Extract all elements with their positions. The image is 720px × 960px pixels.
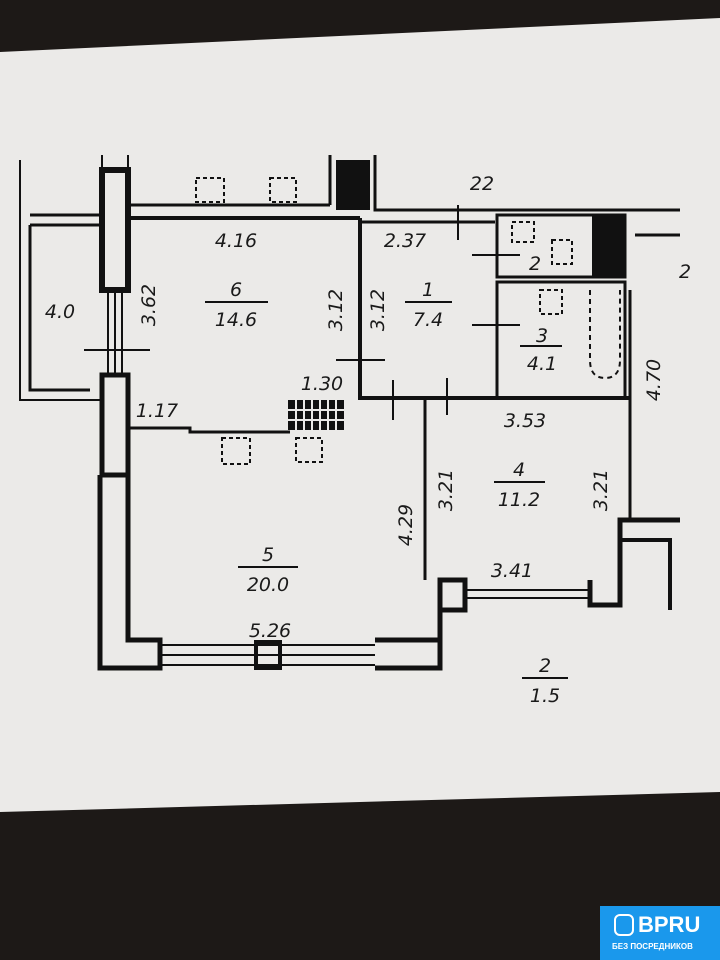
room-labels: 4.16 6 14.6 4.0 3.62 3.12 3.12 1 7.4 2.3… <box>45 173 691 707</box>
room-5-area: 20.0 <box>247 574 289 596</box>
room-4-area: 11.2 <box>498 489 540 511</box>
room-3-area: 4.1 <box>527 353 557 375</box>
dim-3-12-left: 3.12 <box>325 289 347 331</box>
paper-sheet <box>0 18 720 812</box>
walls <box>19 155 680 671</box>
logo-brand: BPRU <box>638 912 701 937</box>
dim-3-41: 3.41 <box>491 560 533 582</box>
room-6-area: 14.6 <box>215 309 257 331</box>
balcony-number: 2 <box>539 655 551 677</box>
people-key-icon <box>614 914 634 936</box>
dim-3-21-right: 3.21 <box>590 469 612 511</box>
dim-3-21-left: 3.21 <box>435 469 457 511</box>
room-5-number: 5 <box>262 544 274 566</box>
logo-tagline: БЕЗ ПОСРЕДНИКОВ <box>612 942 693 951</box>
dim-3-62: 3.62 <box>138 284 160 326</box>
dim-3-12-right: 3.12 <box>367 289 389 331</box>
dim-1-17: 1.17 <box>136 400 178 422</box>
balcony-area: 1.5 <box>530 685 560 707</box>
dim-2-37: 2.37 <box>384 230 426 252</box>
room-1-number: 1 <box>422 279 434 301</box>
room-4-number: 4 <box>513 459 525 481</box>
dim-1-30: 1.30 <box>301 373 343 395</box>
room-2-number: 2 <box>529 253 541 275</box>
room-6-number: 6 <box>230 279 242 301</box>
dim-5-26: 5.26 <box>249 620 291 642</box>
dim-3-53: 3.53 <box>504 410 546 432</box>
dim-4-16: 4.16 <box>215 230 257 252</box>
dim-4-70: 4.70 <box>643 359 665 401</box>
bpru-watermark-logo: BPRU БЕЗ ПОСРЕДНИКОВ <box>600 906 720 960</box>
dim-4-0: 4.0 <box>45 301 75 323</box>
dim-22: 22 <box>470 173 494 195</box>
room-1-area: 7.4 <box>413 309 443 331</box>
dim-edge-2: 2 <box>679 261 691 283</box>
room-3-number: 3 <box>536 325 548 347</box>
dim-4-29: 4.29 <box>395 504 417 546</box>
